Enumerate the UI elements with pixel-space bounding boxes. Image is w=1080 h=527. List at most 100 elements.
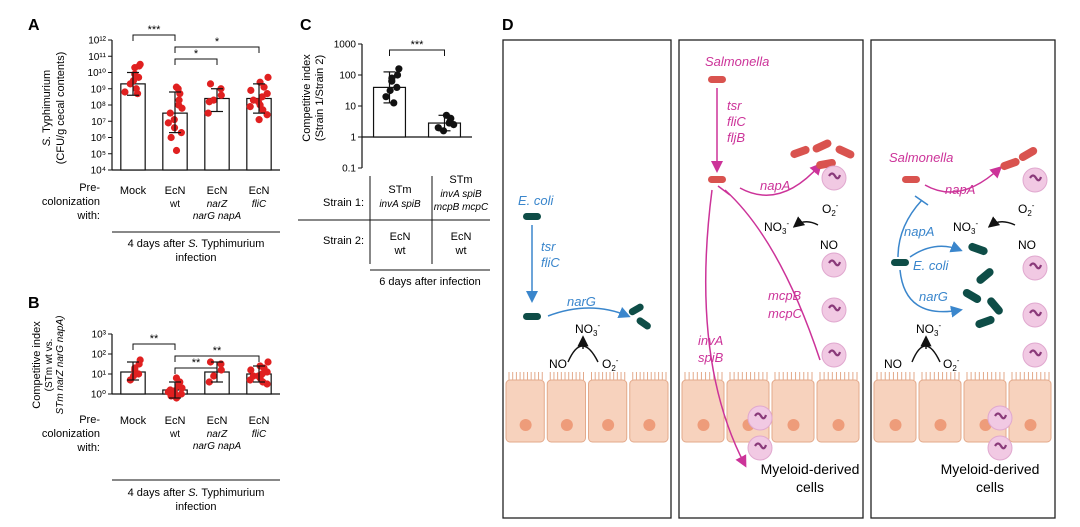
svg-text:invA spiB: invA spiB — [440, 189, 482, 200]
data-point — [382, 93, 390, 101]
y-tick-label: 10¹¹ — [88, 52, 106, 63]
myeloid-label-2: Myeloid-derived — [761, 461, 860, 477]
y-tick-label: 10³ — [92, 330, 107, 341]
data-point — [167, 133, 175, 142]
data-point — [205, 98, 213, 106]
significance-label: ** — [150, 333, 159, 345]
data-point — [395, 65, 403, 73]
svg-text:Strain 2:: Strain 2: — [323, 235, 364, 247]
panel-b-ylabel3: STm narZ narG napA) — [55, 316, 66, 415]
panel-a-ylabel2: (CFU/g cecal contents) — [55, 52, 67, 164]
svg-text:STm: STm — [449, 174, 472, 186]
epithelial-cell — [771, 379, 815, 443]
neutrophil-nucleus — [828, 304, 842, 312]
panel-d-box-3 — [870, 39, 1056, 519]
data-point — [434, 124, 442, 132]
nitrate-label-3: NO3- — [953, 219, 978, 236]
data-point — [178, 104, 186, 112]
neutrophil-nucleus — [1029, 349, 1043, 357]
tsr-label-1: tsr — [541, 239, 556, 254]
svg-text:with:: with: — [76, 442, 100, 454]
data-point — [205, 378, 213, 386]
data-point — [178, 384, 186, 392]
panel-b-ylabel: Competitive index — [31, 321, 43, 409]
data-point — [386, 86, 394, 95]
data-point — [247, 366, 255, 374]
neutrophil-cell — [821, 342, 847, 368]
svg-text:Pre-: Pre- — [79, 182, 100, 194]
o2-label-2: O2- — [822, 201, 839, 218]
panel-b-ylabel2: (STm wt vs. — [44, 339, 55, 392]
neutrophil-cell — [1022, 167, 1048, 193]
y-tick-label: 10⁶ — [91, 133, 106, 144]
data-point — [131, 64, 139, 72]
epithelial-cell — [629, 379, 669, 443]
cell-nucleus — [787, 419, 800, 431]
salmonella-cluster-3 — [1000, 147, 1038, 171]
data-point — [246, 103, 254, 111]
salmonella-label-2: Salmonella — [705, 54, 769, 69]
fljb-label-2: fljB — [727, 130, 745, 145]
no-label-3: NO — [1018, 238, 1036, 252]
napa-label-3b: napA — [904, 224, 934, 239]
y-tick-label: 10² — [92, 350, 107, 361]
data-point — [126, 80, 134, 88]
significance-bracket — [389, 49, 445, 56]
ecoli-cell — [523, 313, 541, 320]
ecoli-cell — [523, 213, 541, 220]
o2-label-3: O2- — [1018, 201, 1035, 218]
significance-label: * — [194, 48, 199, 60]
svg-text:wt: wt — [394, 245, 406, 257]
data-point — [247, 86, 255, 94]
significance-bracket — [174, 367, 218, 374]
cell-nucleus — [643, 419, 656, 431]
y-tick-label: 1 — [350, 133, 356, 144]
neutrophil-cell — [1022, 302, 1048, 328]
significance-bracket — [132, 343, 176, 350]
ecoli-cluster-3 — [962, 242, 1003, 329]
mcpb-label: mcpB — [768, 288, 802, 303]
o2-label-3b: O2- — [943, 356, 960, 373]
panel-b-footer2: infection — [176, 501, 217, 513]
ecoli-cluster-1 — [628, 303, 651, 330]
x-category-label: EcN — [165, 415, 186, 427]
invasion-arrow — [704, 189, 747, 468]
napa-label-3a: napA — [945, 182, 975, 197]
svg-text:STm: STm — [388, 184, 411, 196]
data-point — [210, 372, 218, 380]
x-category-sublabel: fliC — [252, 429, 267, 440]
data-point — [177, 390, 185, 398]
panel-c-ylabel2: (Strain 1/Strain 2) — [314, 55, 326, 141]
data-point — [164, 119, 172, 127]
narg-label-3: narG — [919, 289, 948, 304]
significance-bracket — [174, 58, 218, 65]
y-tick-label: 10⁸ — [91, 101, 106, 112]
panel-d-box-2 — [678, 39, 864, 519]
y-tick-label: 10⁷ — [91, 117, 106, 128]
epithelial-cell — [1008, 379, 1052, 443]
neutrophil-cell — [747, 435, 773, 461]
myeloid-label-3: Myeloid-derived — [941, 461, 1040, 477]
svg-text:EcN: EcN — [451, 231, 472, 243]
cell-nucleus — [560, 419, 573, 431]
data-point — [133, 90, 142, 98]
x-category-sublabel: fliC — [252, 199, 267, 210]
myeloid-label-2b: cells — [796, 479, 824, 495]
panel-c-table: Strain 1: Strain 2: STm invA spiB STm in… — [298, 174, 490, 288]
epithelial-cell — [546, 379, 586, 443]
neutrophil-cell — [747, 405, 773, 431]
data-point — [255, 116, 263, 124]
data-point — [393, 83, 401, 91]
ecoli-cell — [891, 259, 909, 266]
svg-text:with:: with: — [76, 210, 100, 222]
epithelial-cell — [918, 379, 962, 443]
panel-label-c: C — [300, 17, 312, 34]
panel-a-footer: 4 days after S. Typhimurium — [128, 238, 265, 250]
x-category-label: Mock — [120, 185, 147, 197]
svg-text:6 days after infection: 6 days after infection — [379, 276, 481, 288]
narg-label-1: narG — [567, 294, 596, 309]
data-point — [263, 380, 271, 388]
svg-text:wt: wt — [455, 245, 467, 257]
